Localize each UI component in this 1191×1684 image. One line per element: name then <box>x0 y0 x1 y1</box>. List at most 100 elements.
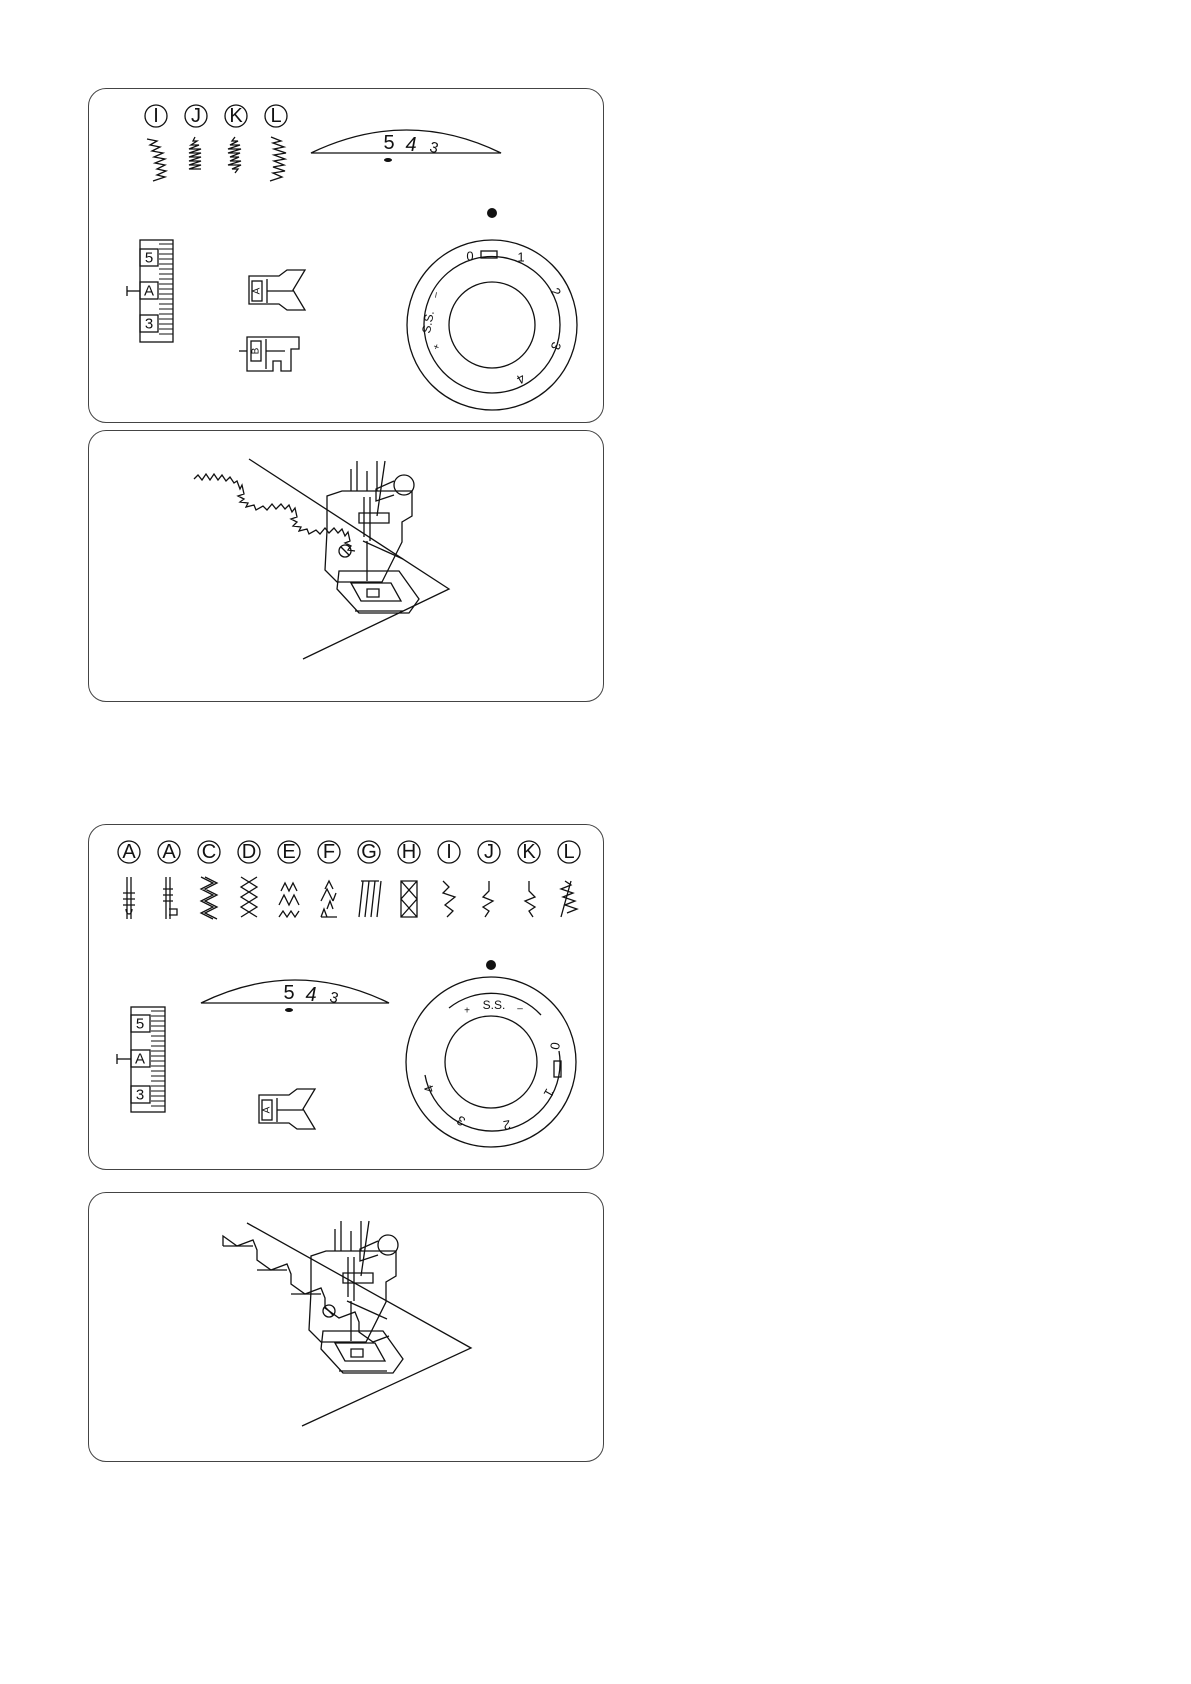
pattern-label: L <box>270 105 281 127</box>
stitch-width-selector: 5 A 3 <box>126 239 174 343</box>
pattern-letter-d: D <box>237 840 261 864</box>
pattern-label: I <box>446 841 452 863</box>
tension-number: 5 <box>283 982 294 1004</box>
tension-number: 5 <box>383 132 394 154</box>
stitch-straight-triple-icon <box>163 877 178 919</box>
dial-minus-label: – <box>517 1004 523 1015</box>
dial-label: 0 <box>466 249 473 264</box>
pattern-letter-c: C <box>197 840 221 864</box>
stitch-scallop-left-icon <box>146 138 169 182</box>
selector-label: A <box>144 283 154 300</box>
presser-foot-a-icon: A <box>248 269 307 311</box>
stitch-overlock-icon <box>358 880 382 918</box>
dial-ss-label: S.S. <box>419 310 437 335</box>
selector-label: A <box>135 1051 145 1068</box>
presser-foot-a-icon: A <box>258 1088 317 1130</box>
pattern-letter-l: L <box>557 840 581 864</box>
stitch-scallop-right-icon <box>269 136 288 182</box>
stitch-feather-icon <box>559 880 579 918</box>
dial-zero-marker-icon <box>553 1060 562 1078</box>
selector-label: 5 <box>145 250 153 267</box>
selector-label: 3 <box>136 1087 144 1104</box>
stitch-multi-zigzag-icon <box>278 881 300 919</box>
dial-minus-label: – <box>430 291 442 299</box>
pattern-label: J <box>191 105 201 127</box>
stitch-length-dial: 0 1 2 3 4 S.S. + – <box>406 208 578 411</box>
dial-label: 2 <box>548 285 565 299</box>
stitch-length-dial: S.S. + – 0 1 2 3 4 <box>405 960 577 1148</box>
stitch-cross-icon <box>239 876 259 918</box>
pattern-label: A <box>122 841 136 863</box>
stitch-settings-panel-1: I J K L 5 4 3 <box>88 88 604 423</box>
dial-label: 1 <box>517 250 524 265</box>
tension-number: 4 <box>305 984 316 1006</box>
dial-label: 4 <box>421 1083 438 1095</box>
pattern-label: D <box>242 841 256 863</box>
pattern-label: E <box>282 841 295 863</box>
pattern-label: K <box>522 841 536 863</box>
foot-label: A <box>252 287 263 294</box>
pattern-label: I <box>153 105 159 127</box>
pattern-label: A <box>162 841 176 863</box>
pattern-letter-j: J <box>184 104 208 128</box>
dial-plus-label: + <box>464 1006 470 1017</box>
tension-number: 3 <box>428 139 440 158</box>
selector-label: 5 <box>136 1016 144 1033</box>
pattern-letter-e: E <box>277 840 301 864</box>
pattern-letter-k: K <box>517 840 541 864</box>
stitch-rick-rack-icon <box>199 876 219 920</box>
pattern-letter-j: J <box>477 840 501 864</box>
pattern-letter-h: H <box>397 840 421 864</box>
stitch-width-selector: 5 A 3 <box>116 1006 166 1113</box>
pattern-label: F <box>323 841 335 863</box>
dial-zero-marker-icon <box>480 250 498 259</box>
dial-label: 2 <box>502 1117 512 1133</box>
dial-plus-label: + <box>431 342 443 351</box>
dial-label: 0 <box>547 1041 563 1051</box>
settings-diagram-2: A A C D E F G H I J K L 5 <box>116 840 581 1148</box>
foot-label: B <box>251 347 262 354</box>
thread-tension-scale: 5 4 3 <box>310 129 502 162</box>
shell-tuck-sewing-icon <box>222 1220 473 1427</box>
pattern-label: J <box>484 841 494 863</box>
pattern-letter-i: I <box>144 104 168 128</box>
dial-ss-label: S.S. <box>483 998 506 1012</box>
tension-marker-icon <box>285 1008 293 1012</box>
pattern-letter-a: A <box>117 840 141 864</box>
thread-tension-scale: 5 4 3 <box>200 979 390 1012</box>
tension-number: 4 <box>405 134 416 156</box>
stitch-blind-hem-icon <box>320 879 337 918</box>
pattern-letter-a-2: A <box>157 840 181 864</box>
dial-indicator-icon <box>486 960 496 970</box>
stitch-shell-right-icon <box>523 881 537 918</box>
pattern-label: L <box>563 841 574 863</box>
settings-diagram-1: I J K L 5 4 3 <box>126 104 578 411</box>
pattern-letter-k: K <box>224 104 248 128</box>
scallop-stitch-sewing-icon <box>193 458 451 660</box>
pattern-label: G <box>361 841 377 863</box>
pattern-label: H <box>402 841 416 863</box>
dial-indicator-icon <box>487 208 497 218</box>
pattern-letter-g: G <box>357 840 381 864</box>
tension-marker-icon <box>384 158 392 162</box>
presser-foot-b-icon: B <box>239 336 300 372</box>
sewing-illustration-panel-1 <box>88 430 604 702</box>
dial-label: 3 <box>548 340 565 352</box>
stitch-diamond-satin-icon <box>227 136 242 174</box>
pattern-label: K <box>229 105 243 127</box>
pattern-letter-l: L <box>264 104 288 128</box>
selector-label: 3 <box>145 316 153 333</box>
stitch-settings-panel-2: A A C D E F G H I J K L 5 <box>88 824 604 1170</box>
sewing-illustration-panel-2 <box>88 1192 604 1462</box>
stitch-box-icon <box>400 880 418 918</box>
tension-number: 3 <box>328 989 340 1008</box>
pattern-letter-f: F <box>317 840 341 864</box>
foot-label: A <box>262 1106 273 1113</box>
stitch-shell-left-icon <box>481 881 495 918</box>
stitch-straight-icon <box>123 877 135 919</box>
stitch-triangle-satin-icon <box>188 136 202 170</box>
stitch-blind-zigzag-icon <box>441 880 457 918</box>
pattern-label: C <box>202 841 216 863</box>
dial-label: 4 <box>514 371 528 388</box>
pattern-letter-i: I <box>437 840 461 864</box>
